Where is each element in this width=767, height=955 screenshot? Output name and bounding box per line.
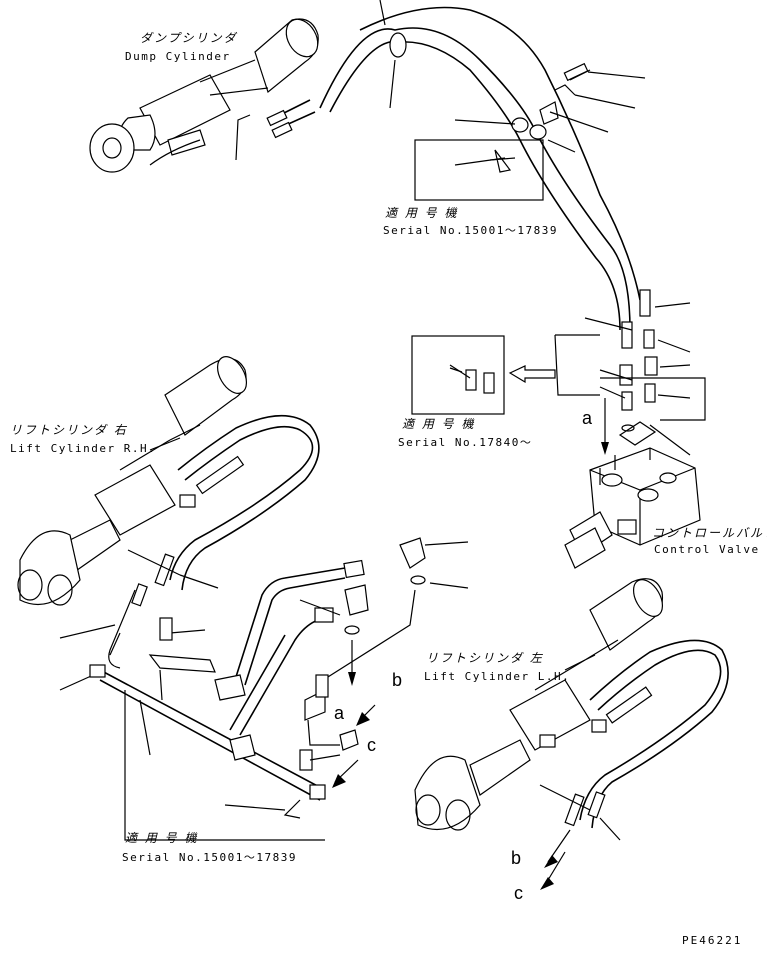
upper-long-tubes (319, 6, 641, 331)
drawing-code: PE46221 (682, 934, 743, 947)
inset-box-mid (411, 335, 505, 415)
dump-cylinder (89, 18, 319, 173)
lift-rh-label-en: Lift Cylinder R.H. (10, 442, 157, 455)
serial-bottom-label-jp: 適 用 号 機 (125, 831, 199, 845)
letter-a-pipe: a (334, 703, 345, 723)
letter-a-valve: a (582, 408, 593, 428)
leader-lines-top (379, 0, 646, 166)
lift-lh-label-jp: リフトシリンダ 左 (426, 651, 544, 665)
control-valve-label-jp: コントロールバルブ (652, 526, 767, 540)
lift-lh-hoses (539, 639, 729, 890)
inset-box-top (414, 139, 544, 201)
lower-piping-rh (89, 559, 365, 841)
serial-mid-label-jp: 適 用 号 機 (402, 417, 476, 431)
control-valve (564, 447, 701, 569)
leader-inset-mid (449, 367, 463, 373)
dump-cylinder-label-jp: ダンプシリンダ (140, 31, 238, 45)
letter-b-lh: b (511, 848, 522, 868)
lift-cylinder-rh (17, 356, 248, 606)
valve-fittings (554, 289, 706, 456)
dump-cylinder-label-en: Dump Cylinder (125, 50, 231, 63)
pipe-connections (299, 537, 469, 788)
lift-cylinder-lh (414, 578, 664, 831)
letter-b-pipe: b (392, 670, 403, 690)
dump-hoses (149, 99, 316, 166)
control-valve-label-en: Control Valve (654, 543, 760, 556)
lift-rh-hoses (108, 414, 320, 669)
lift-lh-label-en: Lift Cylinder L.H. (424, 670, 571, 683)
serial-bottom-label-en: Serial No.15001～17839 (122, 851, 297, 864)
serial-top-label-jp: 適 用 号 機 (385, 206, 459, 220)
serial-mid-label-en: Serial No.17840～ (398, 436, 533, 449)
letter-c-lh: c (514, 883, 523, 903)
letter-c-pipe: c (367, 735, 376, 755)
inset-mid-parts (449, 364, 495, 394)
inset-top-part (489, 149, 516, 173)
serial-top-label-en: Serial No.15001～17839 (383, 224, 558, 237)
direction-arrow (508, 365, 556, 384)
lift-rh-label-jp: リフトシリンダ 右 (10, 423, 128, 437)
